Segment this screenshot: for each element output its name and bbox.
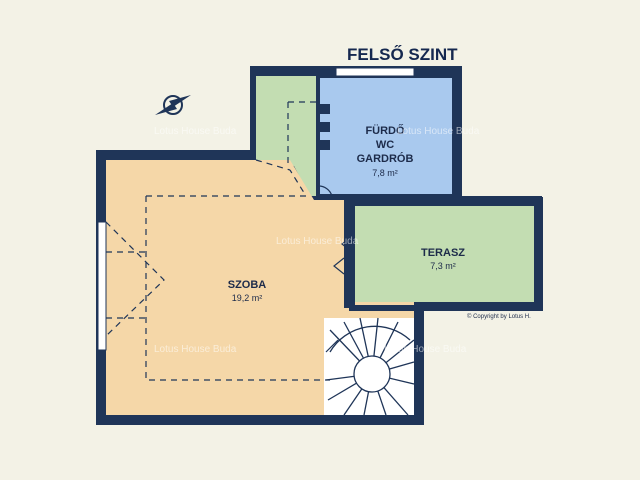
bath-label-2: WC: [376, 139, 394, 151]
floor-title: FELSŐ SZINT: [347, 45, 458, 64]
bath-label-3: GARDRÓB: [357, 152, 414, 165]
watermark: Lotus House Buda: [384, 344, 467, 355]
terrace-label: TERASZ: [421, 247, 465, 259]
room-label: SZOBA: [228, 279, 267, 291]
inner-walls: [316, 76, 462, 308]
slope-lines: [105, 101, 330, 381]
watermark: Lotus House Buda: [276, 236, 359, 247]
bath-area: 7,8 m²: [372, 168, 398, 178]
watermark: Lotus House Buda: [154, 344, 237, 355]
watermark: Lotus House Buda: [154, 126, 237, 137]
stair-lines: [325, 317, 415, 416]
terrace: [352, 206, 534, 302]
terrace-area: 7,3 m²: [430, 261, 456, 271]
copyright-text: © Copyright by Lotus H.: [467, 313, 531, 320]
left-window: [97, 221, 107, 351]
bath-label-1: FÜRDŐ: [365, 124, 405, 137]
watermark: Lotus House Buda: [397, 126, 480, 137]
shelves: [318, 104, 330, 150]
top-window: [335, 67, 415, 77]
bathroom: [318, 78, 452, 194]
room-area: 19,2 m²: [232, 293, 263, 303]
doors: [317, 185, 353, 353]
compass-icon: [155, 95, 191, 115]
